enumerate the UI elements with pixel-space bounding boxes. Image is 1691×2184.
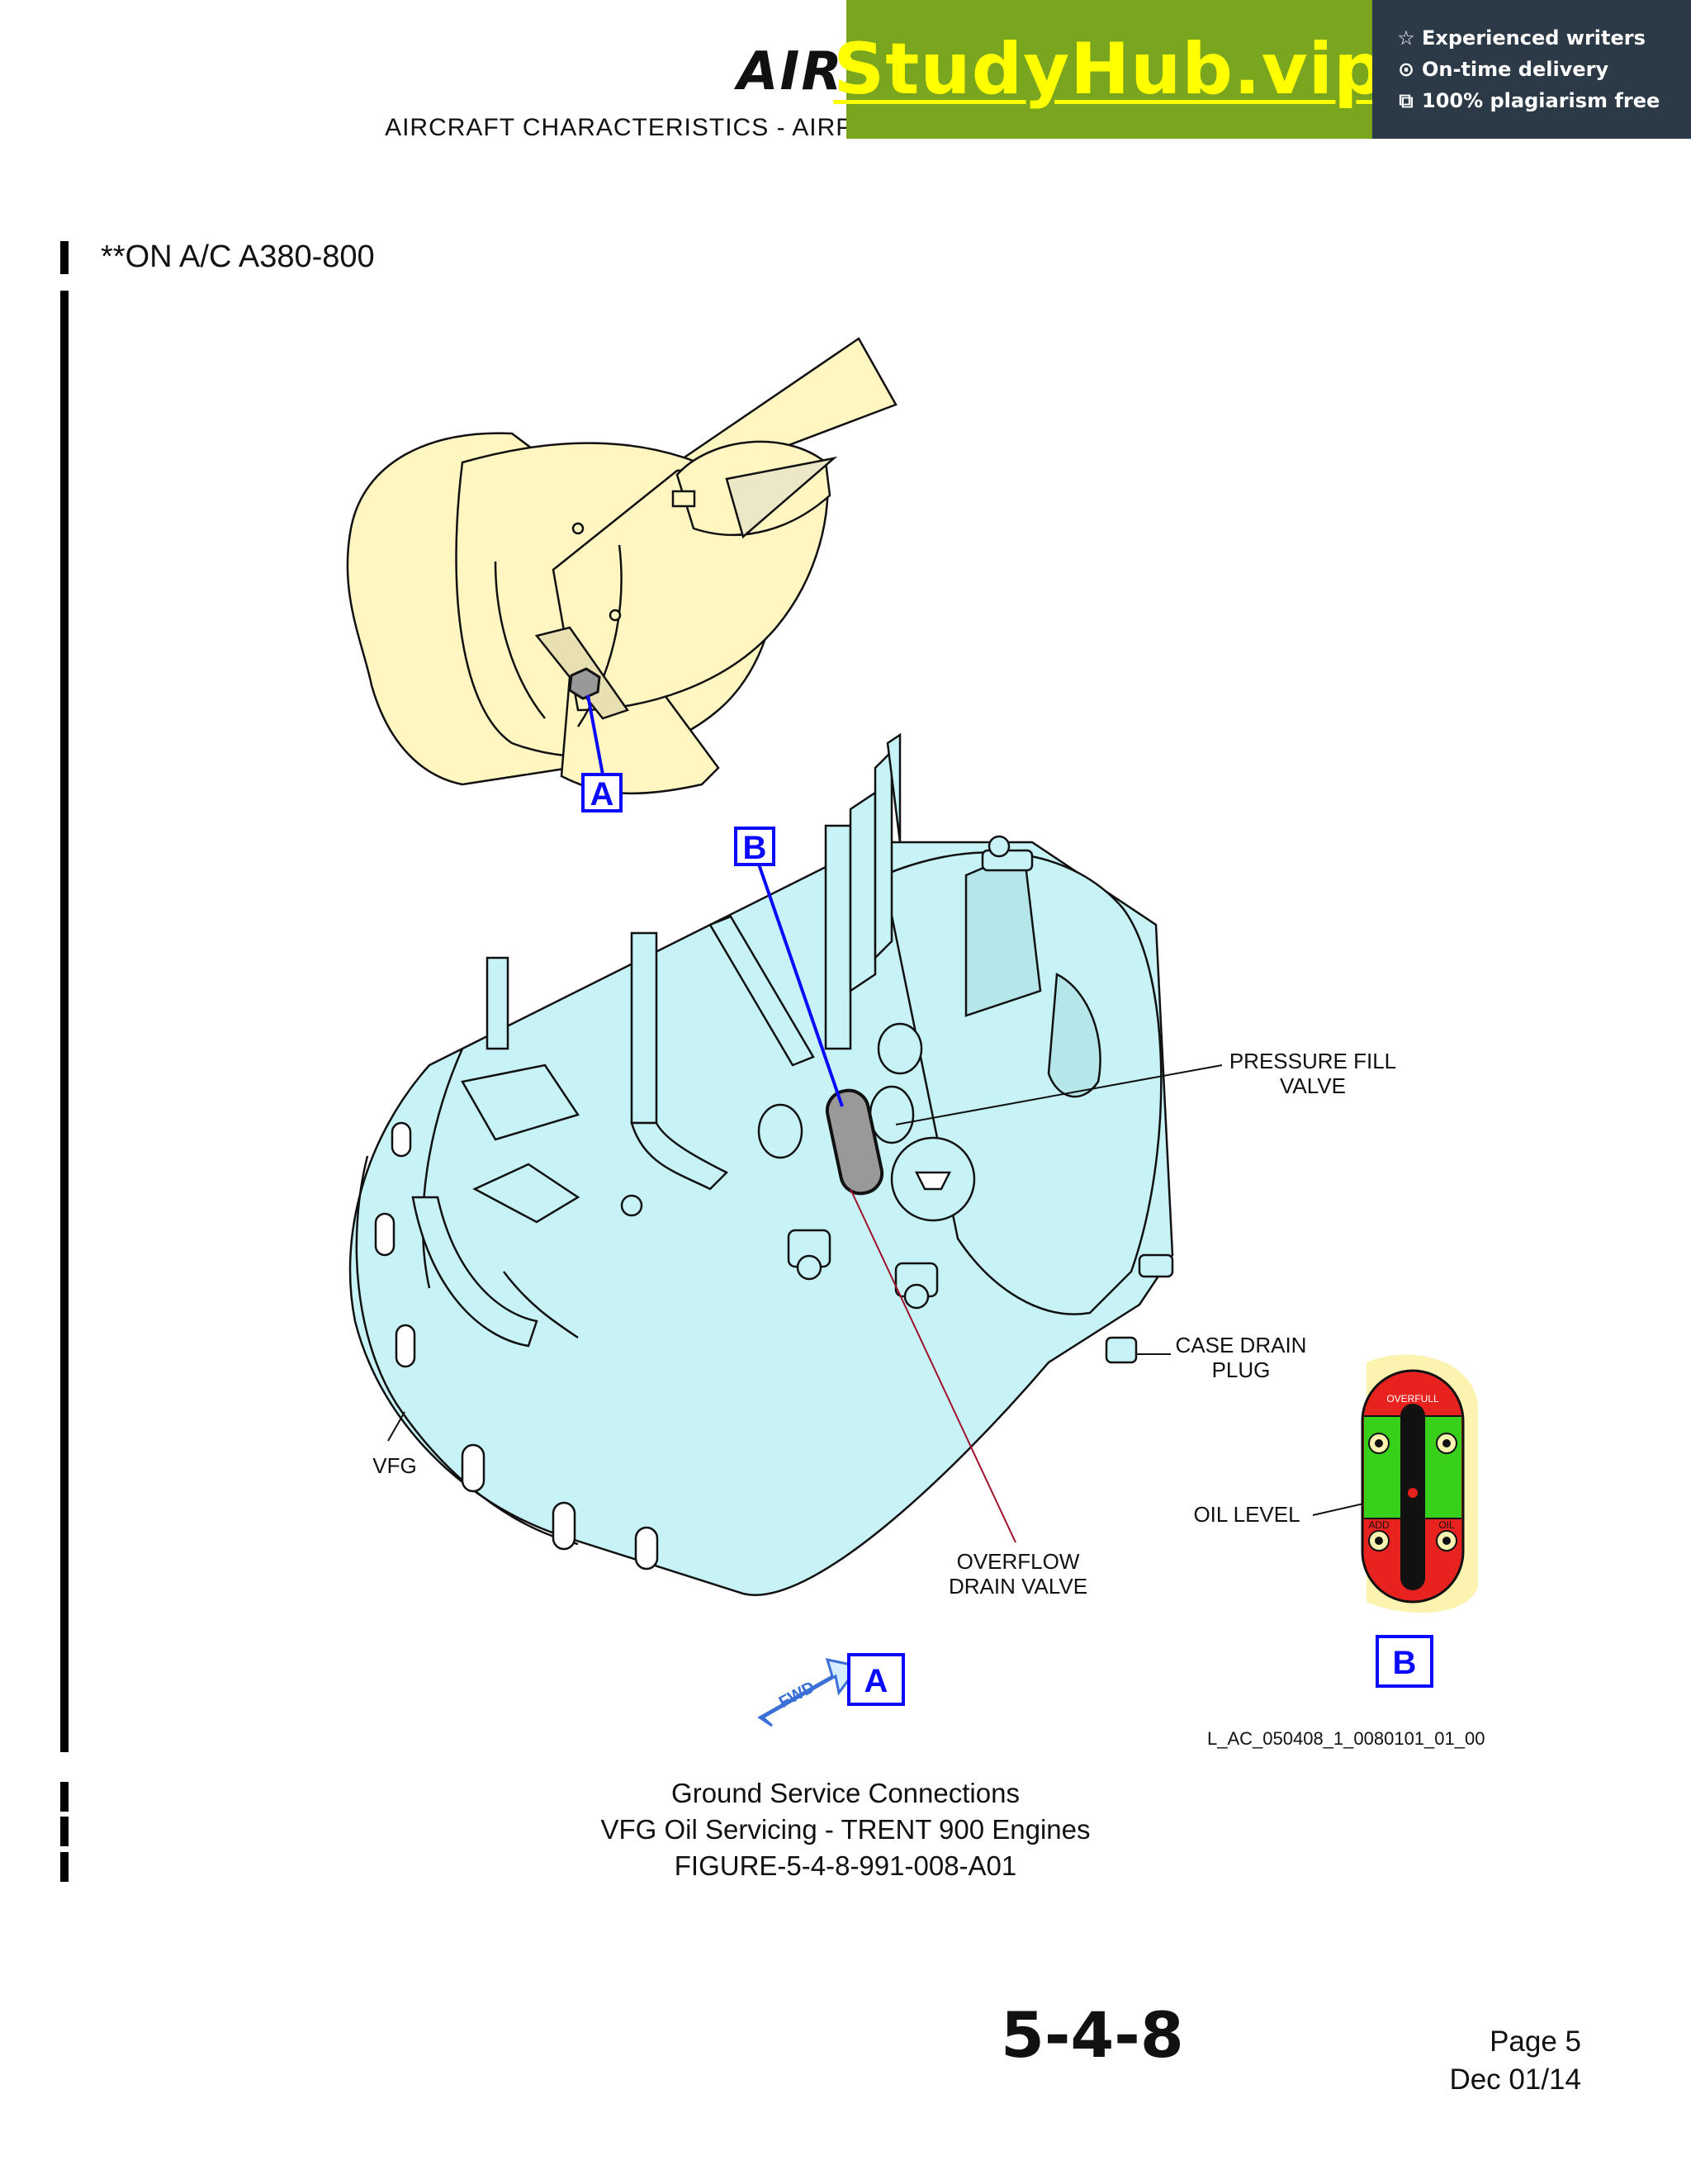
view-a-label: A — [864, 1663, 888, 1699]
change-bar — [60, 291, 69, 1752]
studyhub-banner[interactable]: StudyHub.vip ☆ Experienced writers ⊙ On-… — [833, 0, 1691, 139]
view-b-label-box — [1376, 1635, 1433, 1688]
vfg-location-marker — [568, 667, 601, 700]
banner-brand-area[interactable]: StudyHub.vip — [833, 0, 1385, 139]
caption-line1: Ground Service Connections — [671, 1778, 1020, 1808]
sight-glass-marker — [825, 1088, 884, 1196]
figure-caption: Ground Service Connections VFG Oil Servi… — [0, 1775, 1691, 1884]
view-tag-a-box — [581, 773, 623, 812]
fwd-label: FWD — [776, 1678, 818, 1712]
copy-check-icon: ⧉ — [1399, 89, 1414, 112]
banner-features: ☆ Experienced writers ⊙ On-time delivery… — [1372, 0, 1691, 139]
callout-pressure-fill-line2: VALVE — [1280, 1073, 1346, 1098]
drawing-id: L_AC_050408_1_0080101_01_00 — [1207, 1728, 1485, 1749]
callout-pressure-fill-line1: PRESSURE FILL — [1229, 1049, 1396, 1073]
applicability-note: **ON A/C A380-800 — [101, 239, 375, 274]
feature-item: ☆ Experienced writers — [1395, 26, 1691, 50]
gauge-add-label: ADD — [1368, 1519, 1390, 1531]
section-number: 5-4-8 — [1001, 1998, 1184, 2072]
view-tag-a: A — [590, 776, 614, 812]
callout-case-drain-line2: PLUG — [1212, 1357, 1271, 1382]
page-number: Page 5 — [1490, 2025, 1581, 2058]
callout-oil-level: OIL LEVEL — [1193, 1502, 1300, 1527]
view-tag-b: B — [743, 830, 767, 866]
feature-text: Experienced writers — [1422, 26, 1646, 50]
view-b-label: B — [1393, 1645, 1417, 1681]
fwd-arrow: FWD — [757, 1658, 861, 1727]
feature-text: On-time delivery — [1422, 58, 1609, 81]
page-info: Page 5 Dec 01/14 — [1404, 2023, 1581, 2099]
gauge-oil-label: OIL — [1438, 1519, 1455, 1531]
banner-brand-link[interactable]: StudyHub.vip — [833, 28, 1385, 111]
engine-nacelle-drawing — [346, 337, 898, 795]
feature-text: 100% plagiarism free — [1422, 89, 1660, 112]
oil-level-gauge: OVERFULL ADD OIL — [1361, 1354, 1478, 1613]
feature-item: ⧉ 100% plagiarism free — [1395, 89, 1691, 112]
view-a-label-box — [847, 1653, 905, 1706]
callout-vfg: VFG — [372, 1453, 416, 1478]
callout-overflow-line1: OVERFLOW — [957, 1549, 1080, 1574]
caption-line2: VFG Oil Servicing - TRENT 900 Engines — [600, 1814, 1091, 1845]
clock-icon: ⊙ — [1397, 58, 1415, 81]
callout-case-drain-line1: CASE DRAIN — [1176, 1333, 1307, 1357]
change-bar — [60, 1852, 69, 1882]
change-bar — [60, 1782, 69, 1812]
caption-figure-number: FIGURE-5-4-8-991-008-A01 — [674, 1850, 1017, 1881]
revision-date: Dec 01/14 — [1449, 2063, 1581, 2096]
star-icon: ☆ — [1397, 26, 1415, 50]
change-bar — [60, 1817, 69, 1846]
vfg-oil-servicing-illustration: A — [346, 337, 1485, 1749]
feature-item: ⊙ On-time delivery — [1395, 58, 1691, 81]
vfg-drawing — [348, 732, 1174, 1596]
change-bar — [60, 241, 69, 274]
gauge-overfull-label: OVERFULL — [1386, 1393, 1439, 1405]
view-tag-b-box — [734, 827, 775, 866]
callout-overflow-line2: DRAIN VALVE — [949, 1574, 1087, 1599]
